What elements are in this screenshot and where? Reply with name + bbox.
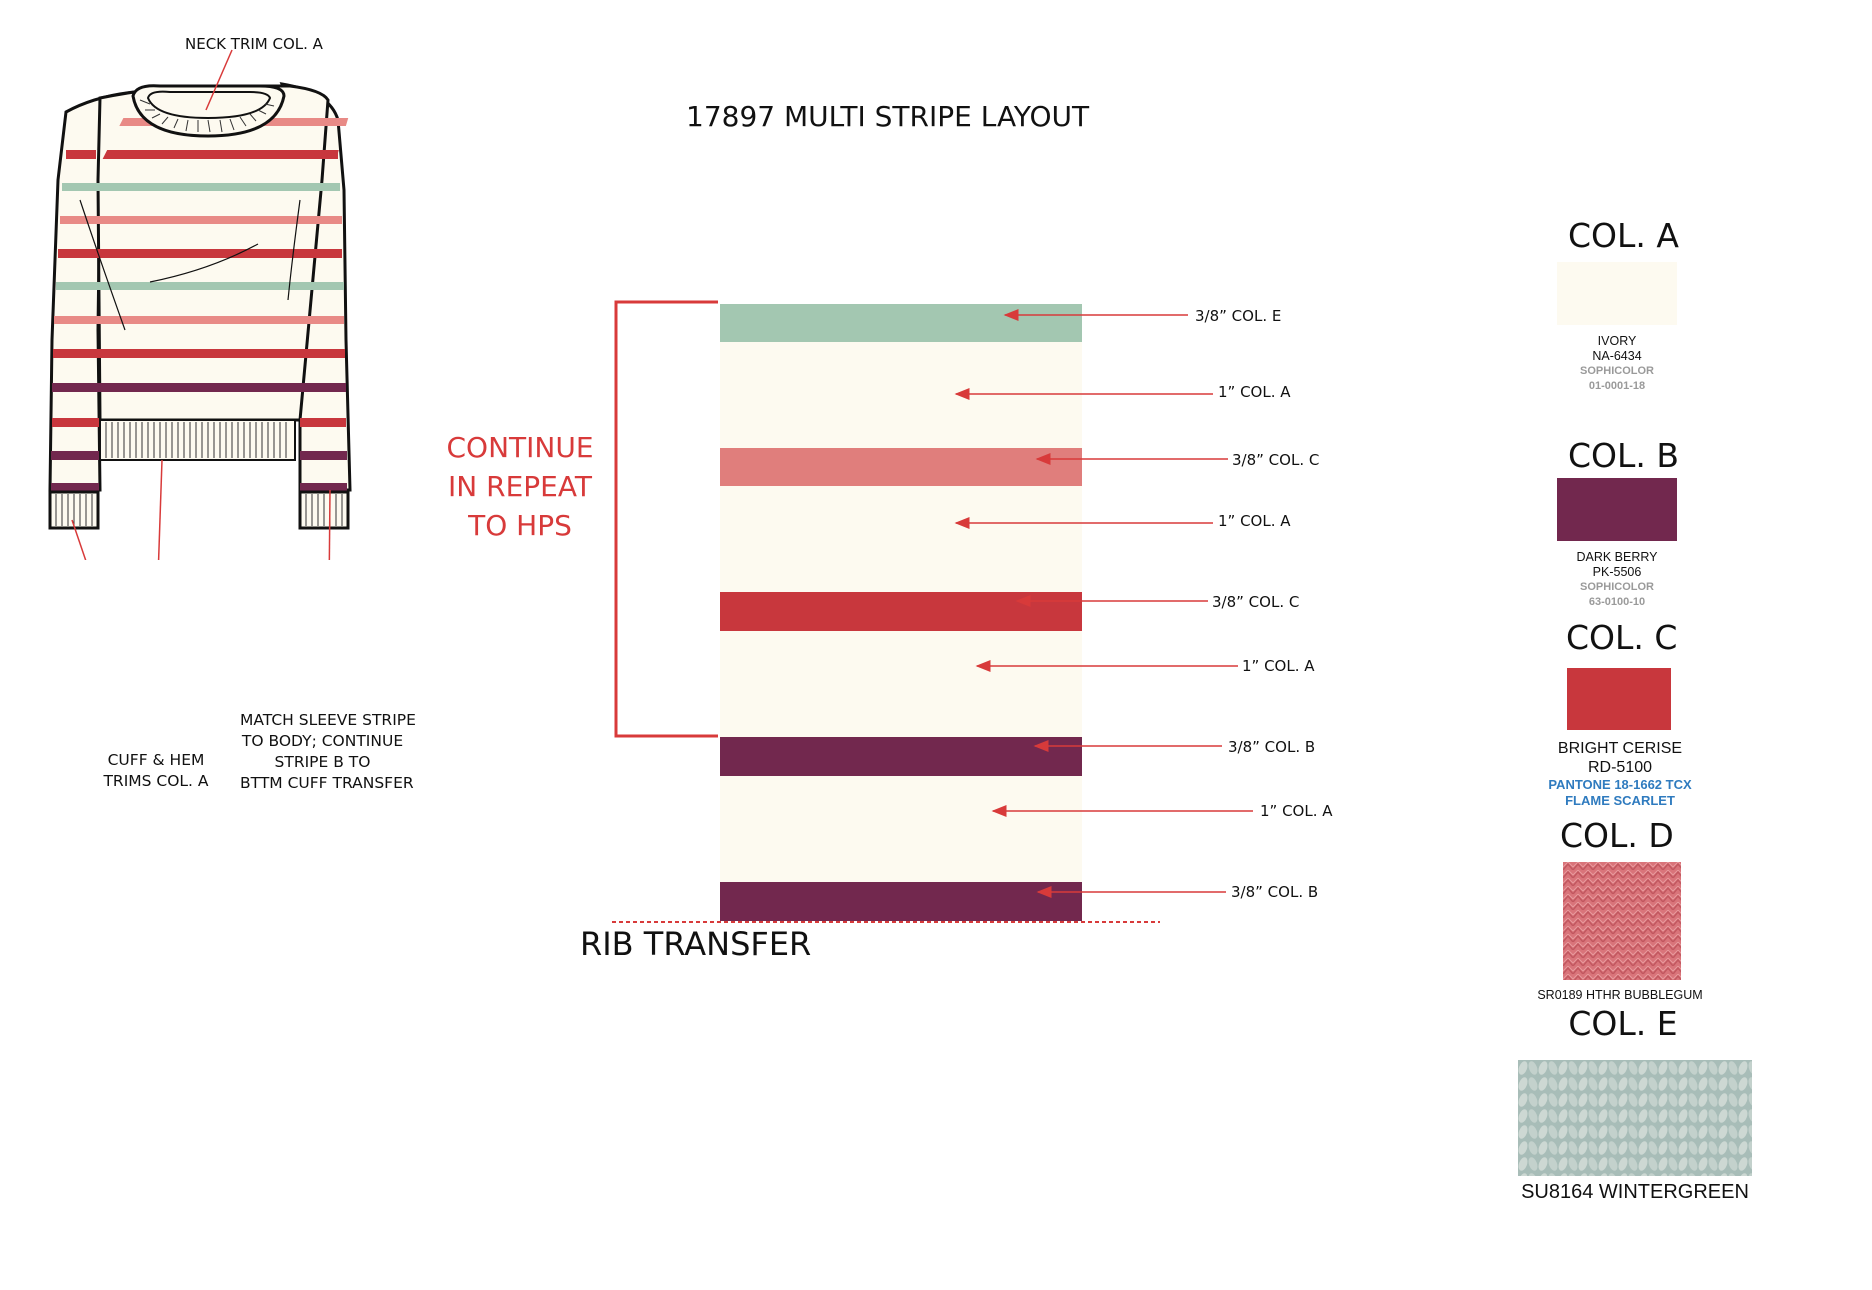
stripe-label: 3/8” COL. B: [1228, 738, 1316, 756]
stripe-col-e: [720, 304, 1082, 342]
col-b-swatch: [1557, 478, 1677, 541]
stripe-label: 3/8” COL. C: [1212, 593, 1300, 611]
col-e-heading: COL. E: [1568, 1004, 1678, 1043]
col-b-info: DARK BERRY PK-5506 SOPHICOLOR 63-0100-10: [1557, 550, 1677, 610]
col-c-info: BRIGHT CERISE RD-5100 PANTONE 18-1662 TC…: [1530, 739, 1710, 809]
sleeve-match-note-line: BTTM CUFF TRANSFER: [240, 774, 414, 792]
stripe-col-c: [720, 592, 1082, 631]
stripe-label: 1” COL. A: [1218, 512, 1291, 530]
page-title: 17897 MULTI STRIPE LAYOUT: [686, 100, 1090, 133]
col-d-heading: COL. D: [1560, 816, 1674, 855]
col-c-heading: COL. C: [1566, 618, 1678, 657]
col-d-swatch: [1563, 862, 1681, 980]
col-b-code: PK-5506: [1592, 565, 1642, 579]
stripe-col-a: [720, 631, 1082, 737]
stripe-col-a: [720, 776, 1082, 882]
col-a-name: IVORY: [1597, 334, 1637, 348]
sleeve-match-note-line: MATCH SLEEVE STRIPE: [240, 711, 416, 729]
sleeve-match-note-line: TO BODY; CONTINUE: [241, 732, 404, 750]
repeat-note: CONTINUE IN REPEAT TO HPS: [440, 428, 600, 545]
stripe-label: 1” COL. A: [1218, 383, 1291, 401]
col-c-swatch: [1567, 668, 1671, 730]
col-a-heading: COL. A: [1568, 216, 1679, 255]
sleeve-match-note-line: STRIPE B TO: [274, 753, 371, 771]
stripe-col-a: [720, 342, 1082, 448]
stripe-col-a: [720, 486, 1082, 592]
stripe-label: 3/8” COL. C: [1232, 451, 1320, 469]
repeat-bracket: [614, 300, 718, 738]
col-c-code: RD-5100: [1587, 759, 1653, 776]
col-d-name: SR0189 HTHR BUBBLEGUM: [1537, 988, 1703, 1002]
col-b-heading: COL. B: [1568, 436, 1680, 475]
col-b-ref-code: 63-0100-10: [1588, 596, 1646, 608]
col-c-pantone: PANTONE 18-1662 TCX: [1548, 777, 1692, 792]
col-b-name: DARK BERRY: [1576, 550, 1658, 564]
repeat-note-line: IN REPEAT: [448, 470, 592, 503]
stripe-label: 1” COL. A: [1242, 657, 1315, 675]
col-e-name: SU8164 WINTERGREEN: [1521, 1181, 1749, 1203]
stripe-col-b: [720, 882, 1082, 921]
stripe-label: 3/8” COL. E: [1195, 307, 1282, 325]
col-a-info: IVORY NA-6434 SOPHICOLOR 01-0001-18: [1557, 334, 1677, 394]
col-c-name: BRIGHT CERISE: [1557, 740, 1683, 757]
col-a-code: NA-6434: [1592, 349, 1642, 363]
rib-transfer-label: RIB TRANSFER: [580, 925, 812, 963]
stripe-label: 3/8” COL. B: [1231, 883, 1319, 901]
repeat-note-line: CONTINUE: [446, 431, 594, 464]
stripe-col-c: [720, 448, 1082, 486]
neck-trim-note: NECK TRIM COL. A: [185, 35, 323, 53]
cuff-hem-note-line: CUFF & HEM: [107, 751, 205, 769]
col-a-ref-code: 01-0001-18: [1588, 380, 1646, 392]
col-c-pantone-name: FLAME SCARLET: [1565, 793, 1675, 808]
cuff-hem-note-line: TRIMS COL. A: [103, 772, 209, 790]
sweater-sketch: [48, 49, 355, 560]
repeat-note-line: TO HPS: [468, 509, 572, 542]
col-a-ref: SOPHICOLOR: [1580, 365, 1654, 377]
col-a-swatch: [1557, 262, 1677, 325]
stripe-label: 1” COL. A: [1260, 802, 1333, 820]
col-b-ref: SOPHICOLOR: [1580, 581, 1654, 593]
stripe-col-b: [720, 737, 1082, 776]
col-e-swatch: [1518, 1060, 1752, 1176]
